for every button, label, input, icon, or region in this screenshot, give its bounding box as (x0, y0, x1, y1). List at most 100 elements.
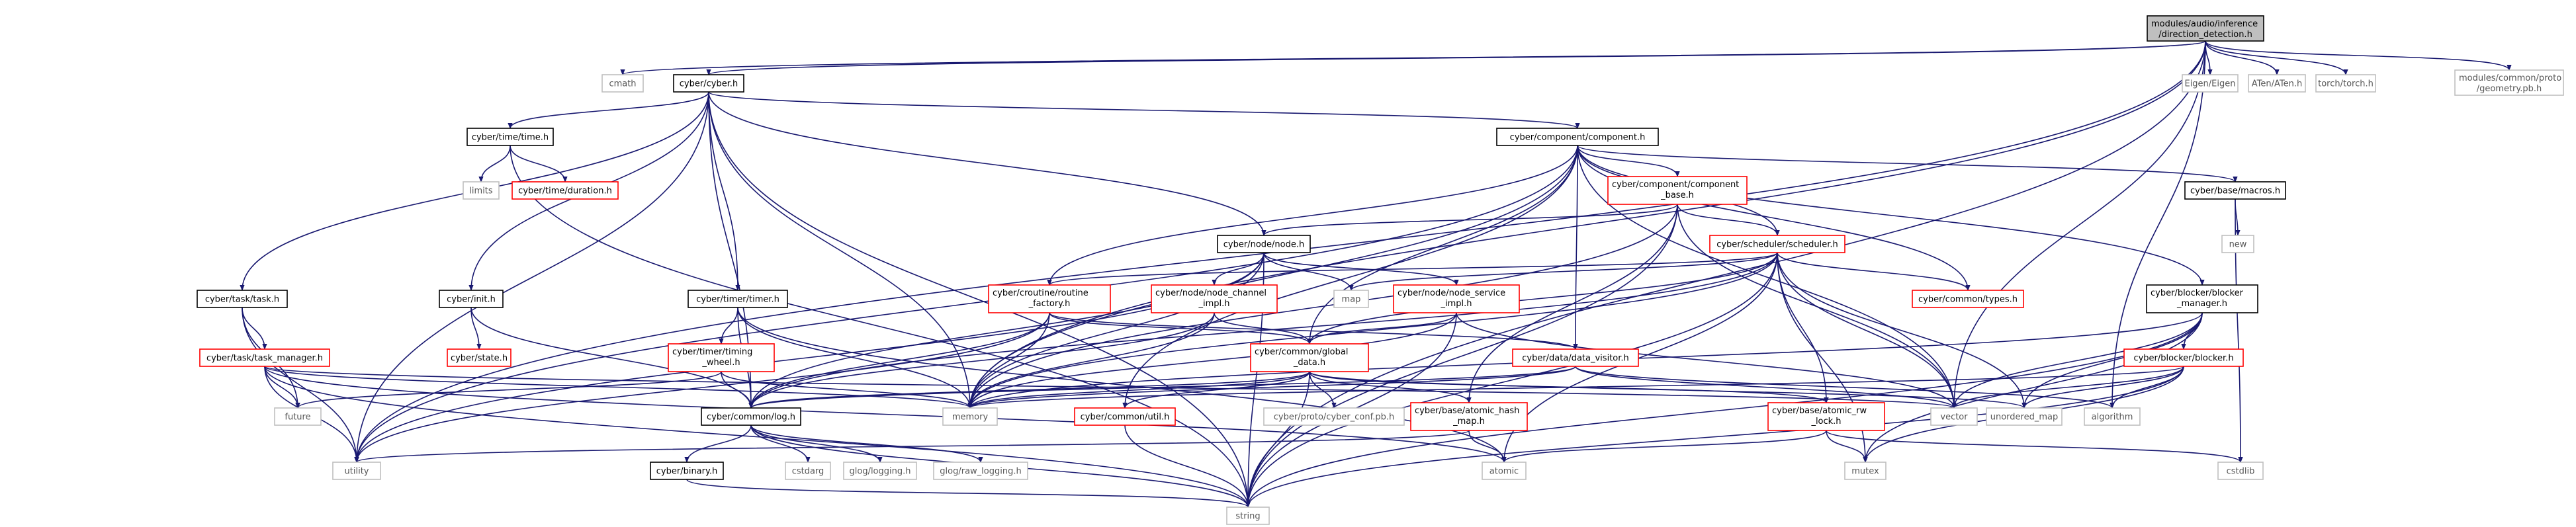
node-binary[interactable]: cyber/binary.h (650, 462, 724, 480)
edge-data_visitor-to-vector (1575, 366, 1954, 409)
edge-timing_wheel-to-log (721, 371, 751, 409)
edge-timing_wheel-to-memory (721, 371, 970, 409)
node-box (1767, 402, 1885, 431)
node-vector: vector (1930, 407, 1978, 426)
node-atomic-hash-map[interactable]: cyber/base/atomic_hash_map.h (1410, 402, 1528, 431)
node-util[interactable]: cyber/common/util.h (1074, 407, 1176, 426)
node-glog-logging: glog/logging.h (843, 462, 917, 480)
node-box (2248, 74, 2306, 93)
node-box (2146, 284, 2258, 313)
node-atomic-rw-lock[interactable]: cyber/base/atomic_rw_lock.h (1767, 402, 1885, 431)
node-time[interactable]: cyber/time/time.h (466, 128, 554, 146)
node-label: cyber/base/atomic_hash (1415, 406, 1519, 416)
node-label: memory (952, 413, 989, 423)
node-label: _factory.h (1028, 299, 1071, 309)
edge-component-to-types (1577, 145, 1968, 290)
node-mutex: mutex (1844, 462, 1887, 480)
node-glog-raw: glog/raw_logging.h (933, 462, 1028, 480)
node-label: cyber/node/node_channel (1155, 288, 1266, 298)
node-torch: torch/torch.h (2315, 74, 2376, 93)
node-box (2454, 69, 2564, 96)
edge-blocker-to-memory (970, 366, 2184, 409)
node-box (688, 290, 788, 308)
node-label: unordered_map (1990, 413, 2059, 423)
node-node[interactable]: cyber/node/node.h (1217, 235, 1311, 253)
node-box (1607, 176, 1748, 205)
edge-node-to-node_channel (1214, 252, 1265, 286)
node-label: ATen/ATen.h (2252, 79, 2302, 89)
edge-atomic_hash_map-to-atomic (1468, 430, 1504, 463)
node-label: cstdlib (2227, 467, 2255, 477)
node-label: cyber/common/log.h (707, 413, 795, 423)
node-label: modules/audio/inference (2151, 19, 2258, 29)
edge-time-to-string (510, 145, 1248, 507)
edge-node-to-node_service (1263, 252, 1456, 286)
node-label: _wheel.h (701, 358, 740, 368)
node-node-channel[interactable]: cyber/node/node_channel_impl.h (1151, 284, 1278, 313)
node-label: cyber/task/task.h (205, 295, 279, 305)
node-duration[interactable]: cyber/time/duration.h (511, 181, 619, 200)
node-blocker-manager[interactable]: cyber/blocker/blocker_manager.h (2146, 284, 2258, 313)
node-log[interactable]: cyber/common/log.h (701, 407, 801, 426)
node-label: _lock.h (1810, 417, 1841, 426)
edge-component-to-vector (1577, 145, 1954, 408)
node-box (2315, 74, 2376, 93)
node-label: /direction_detection.h (2158, 30, 2252, 40)
node-timer[interactable]: cyber/timer/timer.h (688, 290, 788, 308)
node-types[interactable]: cyber/common/types.h (1912, 290, 2024, 308)
node-label: modules/common/proto (2459, 73, 2561, 83)
node-box (274, 407, 322, 426)
node-macros[interactable]: cyber/base/macros.h (2184, 181, 2286, 200)
node-global-data[interactable]: cyber/common/global_data.h (1250, 343, 1369, 372)
node-box (988, 284, 1111, 313)
node-cyber[interactable]: cyber/cyber.h (673, 74, 744, 93)
edge-blocker-to-unordered_map (2024, 366, 2184, 409)
node-component[interactable]: cyber/component/component.h (1496, 128, 1659, 146)
edge-cyber-to-utility (357, 91, 709, 462)
edge-component-to-data_visitor (1576, 145, 1578, 349)
edge-scheduler-to-global_data (1310, 252, 1778, 345)
edge-node_service-to-global_data (1310, 312, 1457, 345)
node-box (2147, 15, 2264, 42)
edge-blocker_manager-to-vector (1954, 312, 2203, 408)
node-root[interactable]: modules/audio/inference/direction_detect… (2147, 15, 2264, 42)
node-box (1482, 462, 1527, 480)
node-blocker[interactable]: cyber/blocker/blocker.h (2123, 348, 2244, 367)
node-task-manager[interactable]: cyber/task/task_manager.h (199, 348, 330, 367)
edge-component-to-component_base (1577, 145, 1677, 177)
node-label: vector (1940, 413, 1968, 423)
edge-scheduler-to-atomic_rw_lock (1777, 252, 1826, 403)
node-label: cyber/init.h (447, 295, 496, 305)
node-box (1844, 462, 1887, 480)
edge-global_data-to-memory (970, 371, 1310, 409)
node-unordered-map: unordered_map (1986, 407, 2063, 426)
node-component-base[interactable]: cyber/component/component_base.h (1607, 176, 1748, 205)
node-state[interactable]: cyber/state.h (447, 348, 511, 367)
node-label: cyber/cyber.h (680, 79, 738, 89)
node-box (447, 348, 511, 367)
node-memory: memory (942, 407, 998, 426)
edge-cyber-to-time (510, 91, 709, 129)
edge-scheduler-to-map (1351, 252, 1778, 291)
edge-util-to-string (1124, 425, 1248, 507)
node-box (2184, 181, 2286, 200)
edge-component_base-to-string (1248, 204, 1678, 507)
node-scheduler[interactable]: cyber/scheduler/scheduler.h (1709, 235, 1845, 253)
node-node-service[interactable]: cyber/node/node_service_impl.h (1393, 284, 1520, 313)
edge-blocker-to-vector (1954, 366, 2184, 409)
node-string: string (1226, 507, 1270, 525)
node-routine-factory[interactable]: cyber/croutine/routine_factory.h (988, 284, 1111, 313)
node-task[interactable]: cyber/task/task.h (197, 290, 288, 308)
node-geometry: modules/common/proto/geometry.pb.h (2454, 69, 2564, 96)
node-data-visitor[interactable]: cyber/data/data_visitor.h (1512, 348, 1639, 367)
node-init[interactable]: cyber/init.h (439, 290, 504, 308)
node-timing-wheel[interactable]: cyber/timer/timing_wheel.h (668, 343, 775, 372)
edge-component-to-routine_factory (1049, 145, 1578, 285)
node-label: mutex (1851, 467, 1879, 477)
node-box (1226, 507, 1270, 525)
edge-timer-to-atomic (737, 307, 1504, 462)
edge-task_manager-to-string (264, 366, 1248, 507)
node-label: future (285, 413, 310, 423)
edge-scheduler-to-string (1248, 252, 1778, 507)
